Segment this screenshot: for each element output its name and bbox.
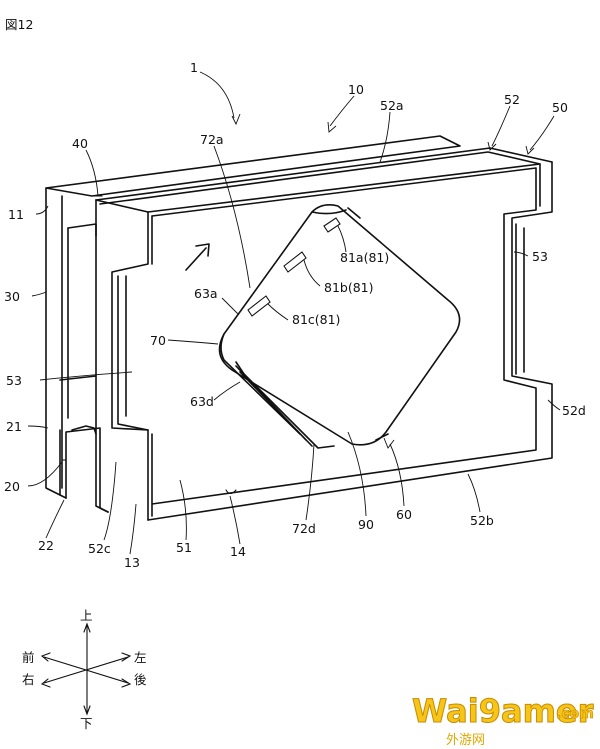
compass-left: 左 — [134, 650, 147, 665]
label-63a: 63a — [194, 286, 218, 301]
figure-title: 図12 — [5, 17, 33, 32]
label-53-right: 53 — [532, 249, 548, 264]
label-10: 10 — [348, 82, 364, 97]
label-63d: 63d — [190, 394, 214, 409]
label-52c: 52c — [88, 541, 111, 556]
watermark-main: Wai9amer — [412, 692, 594, 730]
label-81b: 81b(81) — [324, 280, 374, 295]
watermark-suffix: .com — [556, 706, 594, 722]
label-30: 30 — [4, 289, 20, 304]
label-72d: 72d — [292, 521, 316, 536]
label-60: 60 — [396, 507, 412, 522]
label-52a: 52a — [380, 98, 404, 113]
compass-right: 右 — [22, 672, 35, 687]
label-51: 51 — [176, 540, 192, 555]
label-81a: 81a(81) — [340, 250, 389, 265]
insertion-arrow — [185, 243, 210, 271]
label-50: 50 — [552, 100, 568, 115]
watermark-logo: Wai9amer .com 外游网 — [412, 692, 595, 749]
label-52: 52 — [504, 92, 520, 107]
label-21: 21 — [6, 419, 22, 434]
label-22: 22 — [38, 538, 54, 553]
label-13: 13 — [124, 555, 140, 570]
compass-down: 下 — [80, 716, 93, 731]
label-20: 20 — [4, 479, 20, 494]
label-81c: 81c(81) — [292, 312, 340, 327]
port-81b — [283, 251, 307, 273]
device-60 — [218, 204, 461, 449]
holder-frame — [95, 147, 553, 521]
label-52d: 52d — [562, 403, 586, 418]
leader-lines — [27, 71, 561, 555]
port-81c — [247, 295, 271, 317]
label-70: 70 — [150, 333, 166, 348]
outer-case-body — [45, 135, 461, 513]
reference-labels: 1 10 52a 52 50 72a 40 11 53 81a(81) 81b(… — [4, 60, 586, 570]
compass-up: 上 — [80, 608, 93, 623]
label-11: 11 — [8, 207, 24, 222]
watermark-sub: 外游网 — [446, 733, 485, 748]
label-52b: 52b — [470, 513, 494, 528]
label-72a: 72a — [200, 132, 224, 147]
label-53-left: 53 — [6, 373, 22, 388]
direction-compass: 上 下 前 右 左 後 — [22, 608, 147, 731]
port-81a — [323, 217, 341, 233]
label-90: 90 — [358, 517, 374, 532]
label-40: 40 — [72, 136, 88, 151]
label-14: 14 — [230, 544, 246, 559]
compass-back: 後 — [134, 672, 147, 687]
compass-front: 前 — [22, 650, 35, 665]
label-1: 1 — [190, 60, 198, 75]
